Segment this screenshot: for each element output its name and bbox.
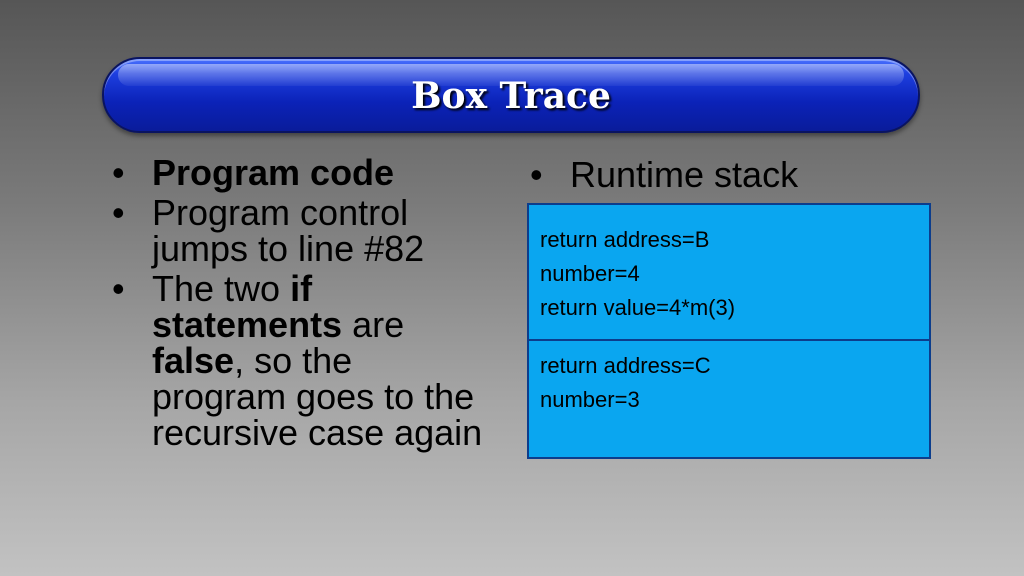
bullet-marker: • <box>112 152 125 193</box>
bullet-item-if-statements: • The two if statements are false, so th… <box>112 271 492 451</box>
bullet-text: Program control jumps to line #82 <box>152 192 425 269</box>
frame-line: number=3 <box>540 387 640 412</box>
bullet-text: Program code <box>152 152 395 193</box>
bullet-marker: • <box>112 192 125 233</box>
right-bullet: • Runtime stack <box>530 155 798 195</box>
frame-line: return value=4*m(3) <box>540 295 736 320</box>
bullet-item-program-control: • Program control jumps to line #82 <box>112 195 492 267</box>
frame-line: return address=B <box>540 227 710 252</box>
title-banner: Box Trace <box>102 57 920 133</box>
bullet-text: The two if statements are false, so the … <box>152 268 483 453</box>
stack-frame-1: return address=B number=4 return value=4… <box>529 205 929 341</box>
bullet-item-program-code: • Program code <box>112 155 492 191</box>
bullet-marker: • <box>530 154 543 195</box>
runtime-stack: return address=B number=4 return value=4… <box>527 203 931 459</box>
frame-line: number=4 <box>540 261 640 286</box>
runtime-stack-heading: Runtime stack <box>570 154 799 195</box>
frame-line: return address=C <box>540 353 711 378</box>
left-bullet-list: • Program code • Program control jumps t… <box>112 155 492 455</box>
bullet-marker: • <box>112 268 125 309</box>
stack-frame-2: return address=C number=3 <box>529 341 929 457</box>
slide-title: Box Trace <box>411 75 611 117</box>
